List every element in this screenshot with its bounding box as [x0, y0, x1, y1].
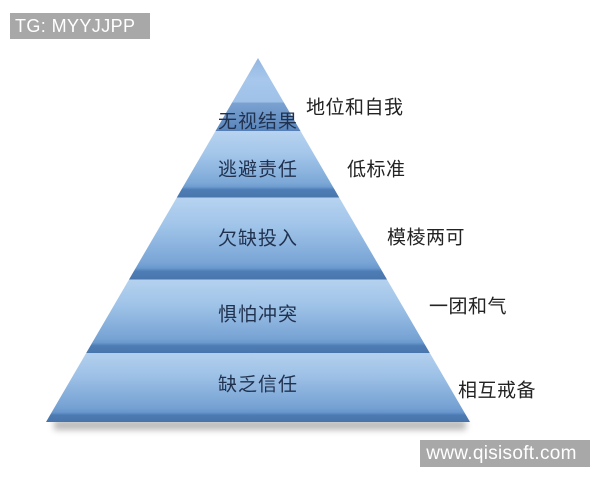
- pyramid-level-4-label: 惧怕冲突: [217, 304, 299, 326]
- pyramid-level-1-shape: [215, 102, 301, 131]
- website-banner-label: www.qisisoft.com: [426, 443, 577, 464]
- pyramid-level-1-label: 无视结果: [217, 111, 299, 132]
- side-label-3: 模棱两可: [387, 227, 466, 249]
- side-label-2: 低标准: [347, 159, 406, 181]
- pyramid-level-4-shape: [86, 279, 430, 353]
- website-banner: www.qisisoft.com: [420, 440, 590, 467]
- pyramid-base-shadow: [54, 420, 466, 430]
- pyramid-apex-shape: [232, 58, 284, 103]
- pyramid-level-5-label: 缺乏信任: [217, 374, 299, 395]
- pyramid-level-2-label: 逃避责任: [217, 159, 299, 180]
- pyramid-level-2-shape: [176, 131, 340, 198]
- pyramid-level-5-shape: [46, 353, 470, 422]
- watermark-tag-label: TG: MYYJJPP: [15, 16, 136, 36]
- side-label-5: 相互戒备: [458, 380, 537, 401]
- pyramid-level-3-shape: [129, 197, 387, 280]
- watermark-tag: TG: MYYJJPP: [10, 13, 150, 39]
- side-label-1: 地位和自我: [306, 97, 404, 118]
- side-label-4: 一团和气: [429, 296, 508, 318]
- pyramid-level-3-label: 欠缺投入: [217, 228, 299, 250]
